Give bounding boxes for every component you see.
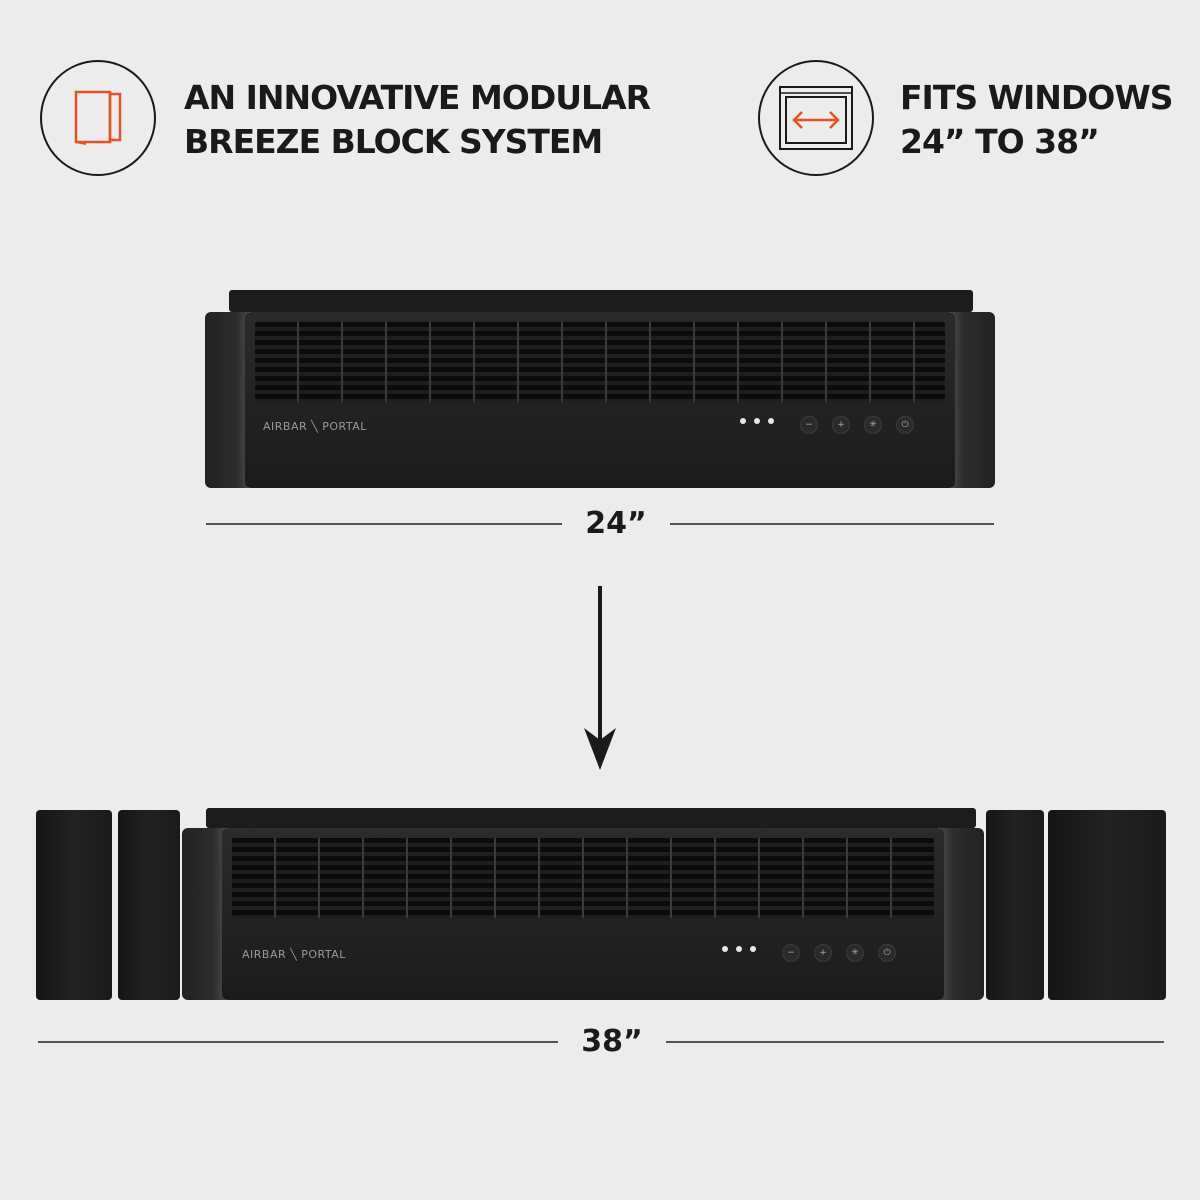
led-indicator [736, 946, 742, 952]
feature-window-text: FITS WINDOWS 24” TO 38” [900, 76, 1190, 164]
led-indicator [740, 418, 746, 424]
breeze-block-outer-right [1048, 810, 1166, 1000]
brand-label: AIRBAR ╲ PORTAL [242, 948, 346, 961]
right-end-cap [951, 312, 995, 488]
led-indicator [768, 418, 774, 424]
breeze-block-inner-left [118, 810, 180, 1000]
control-buttons: − + ✳ ⏻ [800, 416, 914, 434]
increase-button[interactable]: + [814, 944, 832, 962]
breeze-block-inner-right [986, 810, 1044, 1000]
feature-modular-text: AN INNOVATIVE MODULAR BREEZE BLOCK SYSTE… [184, 76, 664, 164]
led-indicator [750, 946, 756, 952]
decrease-button[interactable]: − [782, 944, 800, 962]
status-leds [740, 418, 774, 424]
width-label-24: 24” [562, 506, 670, 542]
mode-button[interactable]: ✳ [864, 416, 882, 434]
breeze-block-outer-left [36, 810, 112, 1000]
control-buttons: − + ✳ ⏻ [782, 944, 896, 962]
power-button[interactable]: ⏻ [878, 944, 896, 962]
brand-label: AIRBAR ╲ PORTAL [263, 420, 367, 433]
unit-top-panel [206, 808, 976, 828]
unit-top-panel [229, 290, 973, 312]
led-indicator [754, 418, 760, 424]
decrease-button[interactable]: − [800, 416, 818, 434]
left-end-cap [205, 312, 249, 488]
right-end-cap [940, 828, 984, 1000]
feature-modular-line1: AN INNOVATIVE MODULAR [184, 78, 651, 117]
width-label-38: 38” [558, 1024, 666, 1060]
led-indicator [722, 946, 728, 952]
air-grille [232, 838, 934, 918]
feature-window-line2: 24” TO 38” [900, 122, 1100, 161]
unit-24-inch: AIRBAR ╲ PORTAL − + ✳ ⏻ [205, 290, 995, 490]
feature-window-line1: FITS WINDOWS [900, 78, 1174, 117]
unit-body: AIRBAR ╲ PORTAL − + ✳ ⏻ [245, 312, 955, 488]
unit-body: AIRBAR ╲ PORTAL − + ✳ ⏻ [222, 828, 944, 1000]
feature-modular-line2: BREEZE BLOCK SYSTEM [184, 122, 603, 161]
air-grille [255, 322, 945, 402]
left-end-cap [182, 828, 226, 1000]
mode-button[interactable]: ✳ [846, 944, 864, 962]
modular-blocks-icon [40, 60, 156, 176]
increase-button[interactable]: + [832, 416, 850, 434]
status-leds [722, 946, 756, 952]
power-button[interactable]: ⏻ [896, 416, 914, 434]
window-width-icon [758, 60, 874, 176]
unit-38-inch: AIRBAR ╲ PORTAL − + ✳ ⏻ [36, 806, 1166, 1006]
arrow-down-icon [582, 586, 618, 772]
